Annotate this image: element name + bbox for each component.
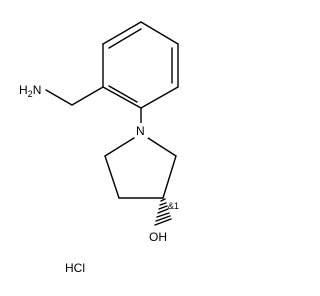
- bond-ch2-to-nh2: [45, 89, 73, 106]
- double-bond-inner-3: [108, 85, 138, 103]
- double-bond-inner-1: [108, 28, 142, 49]
- bond-ring-5: [102, 86, 142, 109]
- bond-c4-c5: [104, 155, 120, 199]
- hashed-wedge-bond: [154, 198, 172, 226]
- benzene-ring: [102, 21, 179, 109]
- bond-ring-1: [102, 21, 142, 45]
- bond-n-c2: [147, 137, 177, 157]
- amine-label: H2N: [19, 83, 41, 99]
- bond-c5-n: [104, 137, 135, 157]
- bond-ring-4: [140, 86, 179, 109]
- bond-ring-2: [140, 21, 179, 45]
- bond-c2-c3: [162, 155, 177, 199]
- hydroxyl-label: OH: [149, 230, 167, 244]
- stereo-label: &1: [168, 201, 179, 211]
- salt-label: HCl: [65, 261, 85, 275]
- pyrrolidine-ring: [104, 137, 177, 199]
- chemical-structure: H2N N &1 OH HCl: [19, 21, 179, 275]
- nitrogen-label: N: [136, 124, 145, 138]
- bond-ring-to-ch2: [71, 86, 104, 106]
